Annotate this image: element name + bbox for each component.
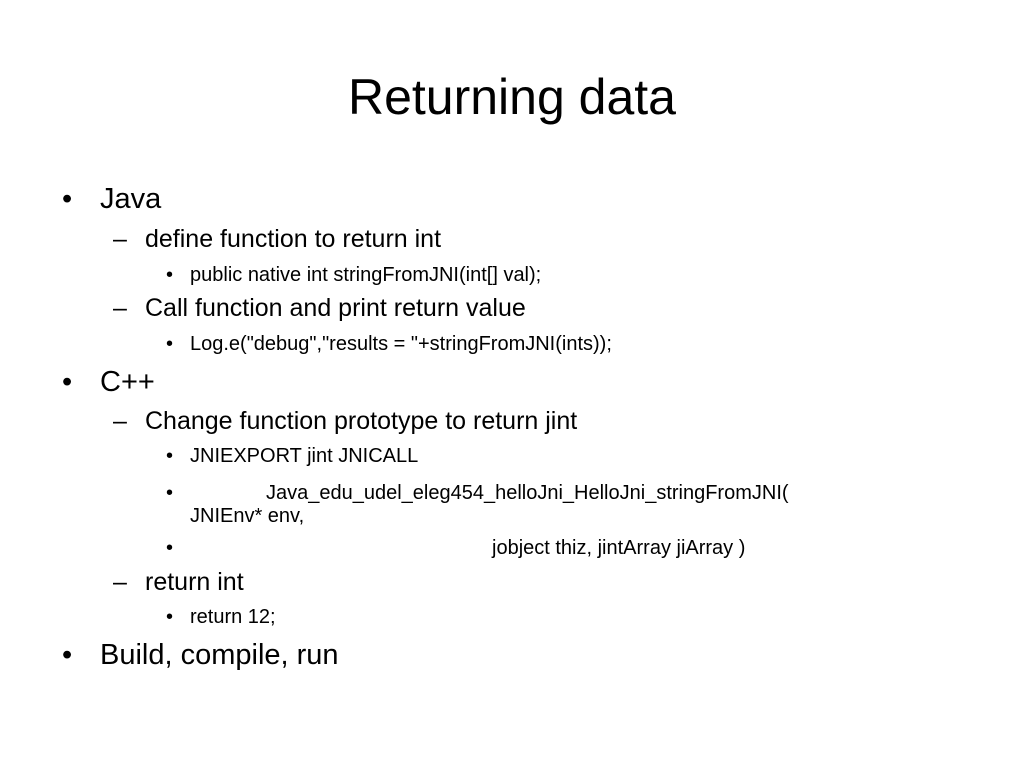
slide-title: Returning data: [347, 69, 676, 125]
item-cpp-return: return int: [145, 568, 244, 596]
bullet-l3: •: [166, 264, 174, 286]
item-cpp-code-3: jobject thiz, jintArray jiArray ): [492, 537, 746, 559]
bullet-l2: –: [113, 407, 127, 435]
bullet-l3: •: [166, 482, 174, 504]
bullet-l1: •: [62, 183, 73, 215]
item-cpp-return-code: return 12;: [190, 606, 276, 628]
bullet-l3: •: [166, 445, 174, 467]
bullet-l3: •: [166, 537, 174, 559]
bullet-l3: •: [166, 333, 174, 355]
bullet-l2: –: [113, 225, 127, 253]
item-java-call-code: Log.e("debug","results = "+stringFromJNI…: [190, 333, 612, 355]
bullet-l2: –: [113, 294, 127, 322]
item-java: Java: [100, 183, 162, 215]
item-cpp-change: Change function prototype to return jint: [145, 407, 578, 435]
bullet-l3: •: [166, 606, 174, 628]
bullet-l1: •: [62, 639, 73, 671]
item-java-define: define function to return int: [145, 225, 442, 253]
item-java-call: Call function and print return value: [145, 294, 526, 322]
item-cpp-code-2a: Java_edu_udel_eleg454_helloJni_HelloJni_…: [266, 482, 789, 504]
item-java-define-code: public native int stringFromJNI(int[] va…: [190, 264, 542, 286]
bullet-l1: •: [62, 366, 73, 398]
item-cpp: C++: [100, 366, 155, 398]
item-build: Build, compile, run: [100, 639, 339, 671]
bullet-l2: –: [113, 568, 127, 596]
item-cpp-code-1: JNIEXPORT jint JNICALL: [190, 445, 419, 467]
item-cpp-code-2b: JNIEnv* env,: [190, 505, 305, 527]
